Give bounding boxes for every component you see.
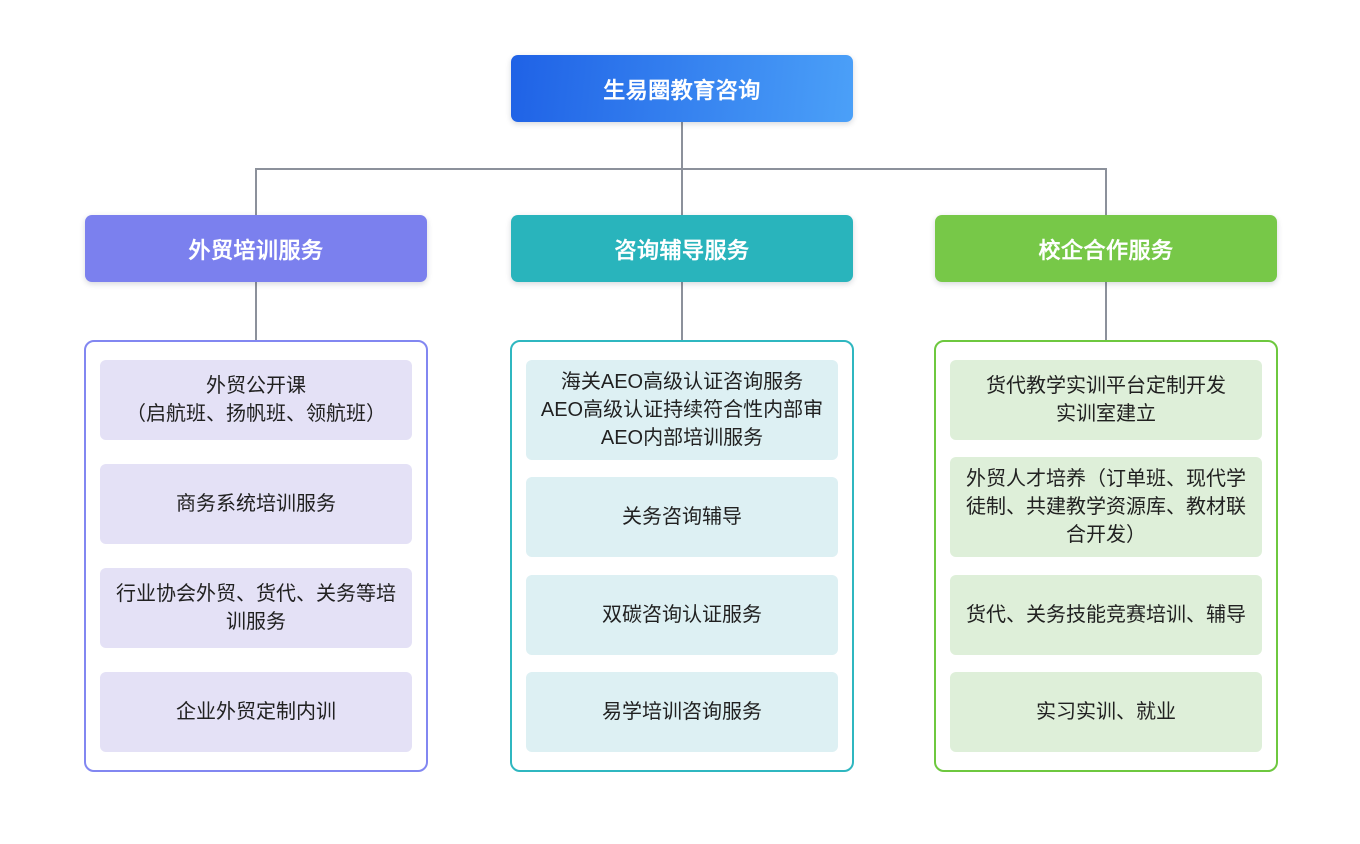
leaf-node: 外贸公开课 （启航班、扬帆班、领航班） (100, 360, 412, 440)
connector-stem-branch-2 (681, 282, 683, 340)
children-group-foreign-trade-training: 外贸公开课 （启航班、扬帆班、领航班） 商务系统培训服务 行业协会外贸、货代、关… (84, 340, 428, 772)
branch-node-label: 校企合作服务 (1038, 237, 1174, 263)
leaf-node: 企业外贸定制内训 (100, 672, 412, 752)
children-group-consulting-coaching: 海关AEO高级认证咨询服务 AEO高级认证持续符合性内部审 AEO内部培训服务 … (510, 340, 854, 772)
branch-node-label: 外贸培训服务 (188, 237, 324, 263)
connector-root-stem (681, 122, 683, 169)
branch-node-school-enterprise-cooperation: 校企合作服务 (935, 215, 1277, 282)
connector-stem-branch-3 (1105, 282, 1107, 340)
leaf-node: 外贸人才培养（订单班、现代学徒制、共建教学资源库、教材联合开发） (950, 457, 1262, 558)
leaf-node: 实习实训、就业 (950, 671, 1262, 752)
connector-horizontal-bar (255, 168, 1107, 170)
branch-node-consulting-coaching: 咨询辅导服务 (511, 215, 853, 282)
leaf-node: 商务系统培训服务 (100, 464, 412, 544)
leaf-node: 海关AEO高级认证咨询服务 AEO高级认证持续符合性内部审 AEO内部培训服务 (526, 360, 838, 460)
connector-drop-branch-3 (1105, 168, 1107, 215)
leaf-node: 行业协会外贸、货代、关务等培训服务 (100, 568, 412, 648)
children-group-school-enterprise-cooperation: 货代教学实训平台定制开发 实训室建立 外贸人才培养（订单班、现代学徒制、共建教学… (934, 340, 1278, 772)
root-node-label: 生易圈教育咨询 (603, 77, 761, 103)
connector-stem-branch-1 (255, 282, 257, 340)
branch-node-label: 咨询辅导服务 (614, 237, 750, 263)
branch-node-foreign-trade-training: 外贸培训服务 (85, 215, 427, 282)
connector-drop-branch-1 (255, 168, 257, 215)
connector-drop-branch-2 (681, 168, 683, 215)
root-node: 生易圈教育咨询 (511, 55, 853, 122)
leaf-node: 货代教学实训平台定制开发 实训室建立 (950, 360, 1262, 440)
leaf-node: 关务咨询辅导 (526, 477, 838, 558)
leaf-node: 货代、关务技能竞赛培训、辅导 (950, 574, 1262, 655)
leaf-node: 双碳咨询认证服务 (526, 574, 838, 655)
leaf-node: 易学培训咨询服务 (526, 671, 838, 752)
